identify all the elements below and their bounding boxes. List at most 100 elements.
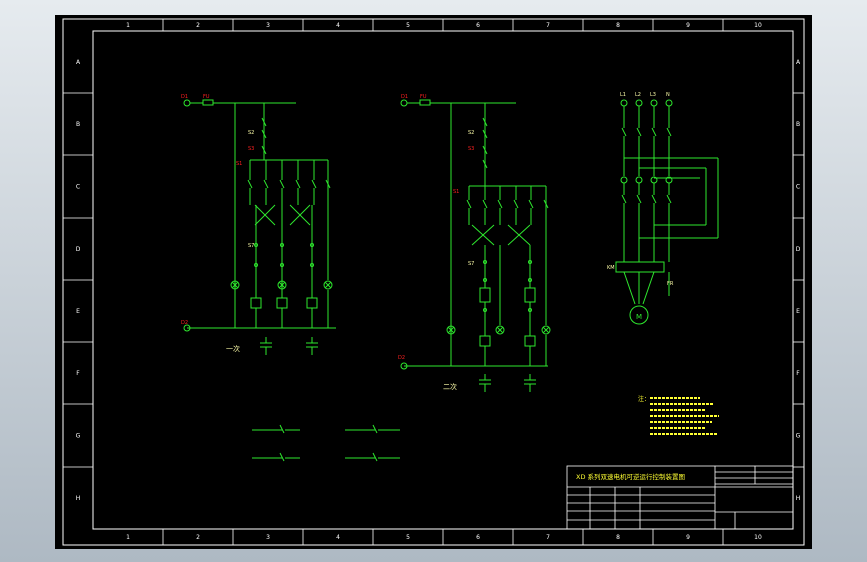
left-contact-label: S1 bbox=[236, 161, 242, 167]
switch-contact bbox=[261, 117, 267, 127]
zone-row-label: C bbox=[76, 184, 80, 191]
zone-column-label: 4 bbox=[336, 534, 340, 541]
node bbox=[528, 278, 532, 282]
zone-column-label: 2 bbox=[196, 22, 200, 29]
zone-column-label: 4 bbox=[336, 22, 340, 29]
left-circuit-labels: D1 FU D2 S1 S2 S3 S7 bbox=[181, 94, 254, 326]
left-contact-label: S7 bbox=[248, 243, 254, 249]
zone-row-label: B bbox=[76, 121, 80, 128]
switch-contact bbox=[295, 179, 301, 189]
zone-column-label: 5 bbox=[406, 22, 410, 29]
left-caption: 一次 bbox=[226, 344, 240, 353]
right-caption: 二次 bbox=[443, 382, 457, 391]
switch-contact bbox=[651, 194, 657, 204]
zone-row-label: G bbox=[76, 433, 81, 440]
node bbox=[528, 260, 532, 264]
switch-contact bbox=[528, 199, 534, 209]
terminal bbox=[183, 324, 191, 332]
zone-row-label: H bbox=[796, 495, 801, 502]
right-n-label: D2 bbox=[398, 355, 405, 361]
switch-contact bbox=[482, 199, 488, 209]
schematic-wiring bbox=[183, 99, 719, 462]
switch-contact bbox=[482, 145, 488, 155]
switch-contact bbox=[372, 424, 378, 434]
notes-block: 注： bbox=[638, 395, 719, 435]
left-contact-label: S3 bbox=[248, 146, 254, 152]
switch-contact bbox=[261, 145, 267, 155]
switch-contact bbox=[372, 452, 378, 462]
zone-row-label: F bbox=[76, 370, 80, 377]
zone-row-label: A bbox=[796, 59, 801, 66]
zone-column-label: 5 bbox=[406, 534, 410, 541]
title-block bbox=[566, 465, 794, 530]
node bbox=[483, 278, 487, 282]
indicator-lamp bbox=[495, 325, 505, 335]
lamp-cross bbox=[231, 281, 239, 289]
phase-label: L3 bbox=[650, 92, 656, 98]
switch-contact bbox=[666, 127, 672, 137]
lamp-cross bbox=[542, 326, 550, 334]
right-contact-label: S2 bbox=[468, 130, 474, 136]
node bbox=[280, 263, 284, 267]
zone-column-label: 8 bbox=[616, 534, 620, 541]
zone-column-label: 1 bbox=[126, 22, 130, 29]
zone-rows-left: A B C D E F G H bbox=[63, 59, 93, 502]
switch-contact bbox=[261, 129, 267, 139]
zone-column-label: 1 bbox=[126, 534, 130, 541]
drawing-title: XD 系列双速电机可逆运行控制装置图 bbox=[576, 472, 685, 481]
node bbox=[254, 263, 258, 267]
switch-contact bbox=[482, 159, 488, 169]
zone-row-label: F bbox=[796, 370, 800, 377]
sheet-background bbox=[55, 15, 812, 549]
switch-contact bbox=[513, 199, 519, 209]
zone-row-label: E bbox=[76, 308, 80, 315]
zone-row-label: G bbox=[796, 433, 801, 440]
lamp-cross bbox=[324, 281, 332, 289]
zone-column-label: 9 bbox=[686, 534, 690, 541]
switch-contact bbox=[247, 179, 253, 189]
zone-row-label: D bbox=[76, 246, 81, 253]
motor-circuit-labels: L1 L2 L3 N KM FR M bbox=[607, 92, 674, 321]
switch-contact bbox=[621, 194, 627, 204]
zone-column-label: 7 bbox=[546, 22, 550, 29]
terminal bbox=[400, 362, 408, 370]
left-n-label: D2 bbox=[181, 320, 188, 326]
phase-label: L2 bbox=[635, 92, 641, 98]
switch-contact bbox=[636, 127, 642, 137]
wire bbox=[471, 224, 495, 246]
right-l1-label: D1 bbox=[401, 94, 408, 100]
left-l1-label: D1 bbox=[181, 94, 188, 100]
wire bbox=[254, 204, 276, 226]
node bbox=[483, 260, 487, 264]
switch-contact bbox=[482, 129, 488, 139]
switch-contact bbox=[651, 127, 657, 137]
zone-row-label: H bbox=[76, 495, 81, 502]
thermal-relay bbox=[615, 261, 665, 273]
switch-contact bbox=[263, 179, 269, 189]
node bbox=[310, 263, 314, 267]
zone-row-label: A bbox=[76, 59, 81, 66]
node bbox=[483, 308, 487, 312]
lamp-cross bbox=[278, 281, 286, 289]
switch-contact bbox=[311, 179, 317, 189]
zone-row-label: E bbox=[796, 308, 800, 315]
zone-column-label: 8 bbox=[616, 22, 620, 29]
zone-column-label: 10 bbox=[754, 534, 762, 541]
zone-column-label: 6 bbox=[476, 22, 480, 29]
switch-contact bbox=[666, 194, 672, 204]
switch-contact bbox=[279, 179, 285, 189]
contactor-label: KM bbox=[607, 265, 615, 271]
zone-column-label: 2 bbox=[196, 534, 200, 541]
switch-contact bbox=[621, 127, 627, 137]
right-contact-label: S7 bbox=[468, 261, 474, 267]
left-fuse-label: FU bbox=[203, 94, 210, 100]
indicator-lamp bbox=[446, 325, 456, 335]
zone-column-label: 3 bbox=[266, 22, 270, 29]
zone-column-label: 6 bbox=[476, 534, 480, 541]
switch-contact bbox=[497, 199, 503, 209]
motor bbox=[629, 305, 649, 325]
note-lines bbox=[650, 397, 719, 435]
